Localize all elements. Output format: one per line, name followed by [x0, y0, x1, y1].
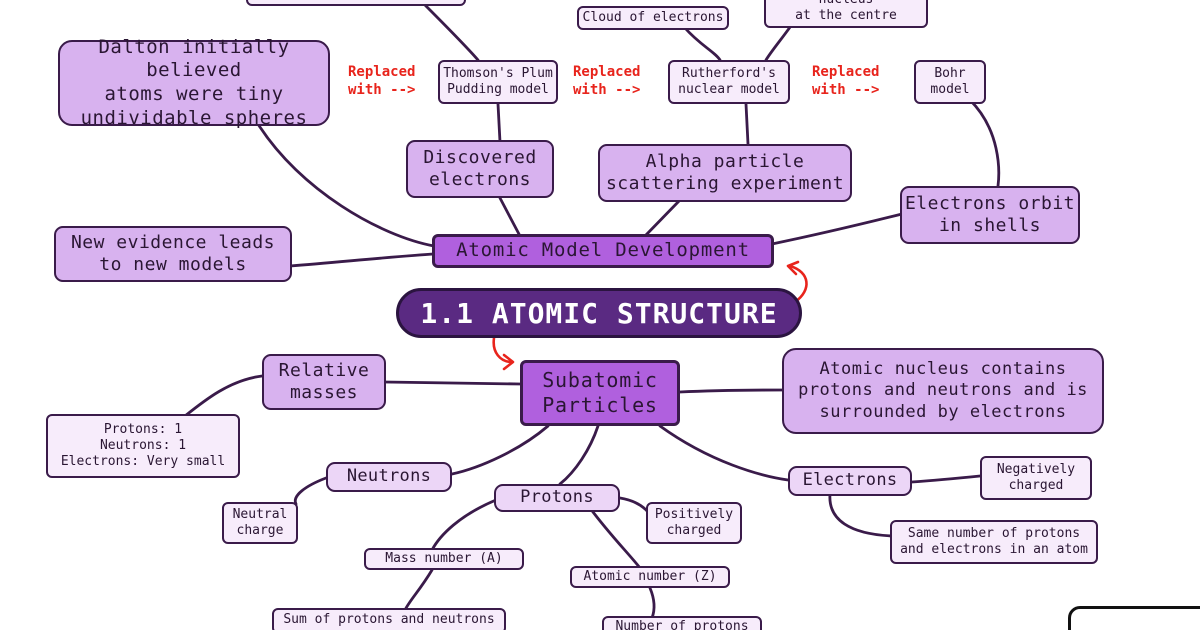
- bohr-text: Bohr model: [930, 65, 970, 97]
- same-number-node: Same number of protons and electrons in …: [890, 520, 1098, 564]
- rutherford-text: Rutherford's nuclear model: [678, 65, 780, 97]
- connector-rutherford: [744, 102, 750, 146]
- connector-negative: [910, 474, 982, 484]
- discovered-electrons-text: Discovered electrons: [423, 146, 537, 191]
- new-evidence-text: New evidence leads to new models: [70, 231, 276, 276]
- relative-masses-text: Relative masses: [278, 359, 370, 404]
- relative-masses-detail-node: Protons: 1 Neutrons: 1 Electrons: Very s…: [46, 414, 240, 478]
- atomic-number-node: Atomic number (Z): [570, 566, 730, 588]
- thomson-node: Thomson's Plum Pudding model: [438, 60, 558, 104]
- alpha-particle-text: Alpha particle scattering experiment: [605, 150, 845, 195]
- bohr-node: Bohr model: [914, 60, 986, 104]
- neutral-charge-node: Neutral charge: [222, 502, 298, 544]
- connector-number-protons: [648, 586, 656, 620]
- connector-neutral: [293, 476, 328, 506]
- connector-neutrons: [450, 424, 550, 476]
- subatomic-topic: Subatomic Particles: [520, 360, 680, 426]
- connector-offscreen-top: [418, 0, 480, 62]
- cloud-of-electrons-text: Cloud of electrons: [582, 9, 724, 25]
- replaced-label-1: Replaced with -->: [348, 64, 416, 99]
- replaced-label-2: Replaced with -->: [573, 64, 641, 99]
- cloud-of-electrons-node: Cloud of electrons: [577, 6, 729, 30]
- offscreen-top-node: [246, 0, 466, 6]
- arrow-up-right-head: [786, 260, 800, 276]
- connector-protons: [558, 424, 600, 486]
- dalton-text: Dalton initially believed atoms were tin…: [80, 35, 308, 129]
- central-topic-text: 1.1 ATOMIC STRUCTURE: [420, 296, 778, 330]
- arrow-down-left: [492, 336, 514, 364]
- relative-masses-detail-text: Protons: 1 Neutrons: 1 Electrons: Very s…: [60, 421, 226, 470]
- mass-number-text: Mass number (A): [385, 550, 503, 566]
- connector-electrons-orbit: [770, 212, 904, 246]
- tiny-positive-nucleus-text: Tiny positive nucleus at the centre: [795, 0, 897, 23]
- negatively-charged-text: Negatively charged: [996, 461, 1076, 493]
- connector-same-number: [828, 492, 894, 538]
- arrow-down-left-head: [502, 353, 515, 371]
- nucleus-description-text: Atomic nucleus contains protons and neut…: [798, 359, 1088, 422]
- arrow-up-right: [788, 264, 808, 304]
- rutherford-node: Rutherford's nuclear model: [668, 60, 790, 104]
- sum-protons-neutrons-text: Sum of protons and neutrons: [283, 612, 495, 627]
- number-of-protons-text: Number of protons: [615, 619, 749, 630]
- connector-discovered: [498, 196, 522, 238]
- protons-text: Protons: [520, 487, 594, 508]
- same-number-text: Same number of protons and electrons in …: [900, 525, 1088, 557]
- alpha-particle-node: Alpha particle scattering experiment: [598, 144, 852, 202]
- connector-mass-number: [430, 498, 498, 552]
- sum-protons-neutrons-node: Sum of protons and neutrons: [272, 608, 506, 630]
- connector-relative-masses: [382, 380, 522, 386]
- neutrons-node: Neutrons: [326, 462, 452, 492]
- number-of-protons-node: Number of protons: [602, 616, 762, 630]
- nucleus-description-node: Atomic nucleus contains protons and neut…: [782, 348, 1104, 434]
- electrons-orbit-text: Electrons orbit in shells: [904, 192, 1076, 237]
- new-evidence-node: New evidence leads to new models: [54, 226, 292, 282]
- connector-electrons: [658, 424, 790, 482]
- atomic-model-topic: Atomic Model Development: [432, 234, 774, 268]
- electrons-text: Electrons: [802, 470, 898, 491]
- replaced-label-3: Replaced with -->: [812, 64, 880, 99]
- tiny-positive-nucleus-node: Tiny positive nucleus at the centre: [764, 0, 928, 28]
- dalton-node: Dalton initially believed atoms were tin…: [58, 36, 330, 129]
- neutrons-text: Neutrons: [346, 466, 432, 487]
- connector-sum: [403, 568, 434, 612]
- central-topic: 1.1 ATOMIC STRUCTURE: [396, 288, 802, 338]
- discovered-electrons-node: Discovered electrons: [406, 140, 554, 198]
- electrons-orbit-node: Electrons orbit in shells: [900, 186, 1080, 244]
- connector-bohr: [968, 98, 1001, 188]
- protons-node: Protons: [494, 484, 620, 512]
- connector-cloud: [683, 26, 722, 62]
- corner-logo: [1068, 606, 1200, 630]
- mass-number-node: Mass number (A): [364, 548, 524, 570]
- neutral-charge-text: Neutral charge: [232, 506, 288, 538]
- atomic-model-title: Atomic Model Development: [456, 239, 750, 262]
- negatively-charged-node: Negatively charged: [980, 456, 1092, 500]
- connector-alpha: [643, 198, 682, 238]
- atomic-number-text: Atomic number (Z): [583, 568, 717, 584]
- relative-masses-node: Relative masses: [262, 354, 386, 410]
- connector-thomson: [496, 102, 502, 144]
- connector-dalton: [256, 122, 436, 248]
- connector-new-evidence: [288, 252, 436, 268]
- connector-nucleus-desc: [678, 388, 784, 394]
- electrons-node: Electrons: [788, 466, 912, 496]
- positively-charged-node: Positively charged: [646, 502, 742, 544]
- connector-relative-detail: [183, 374, 264, 418]
- connector-atomic-number: [588, 506, 642, 570]
- positively-charged-text: Positively charged: [654, 506, 734, 538]
- subatomic-title: Subatomic Particles: [542, 368, 658, 417]
- connector-positive: [618, 496, 650, 514]
- thomson-text: Thomson's Plum Pudding model: [443, 65, 553, 97]
